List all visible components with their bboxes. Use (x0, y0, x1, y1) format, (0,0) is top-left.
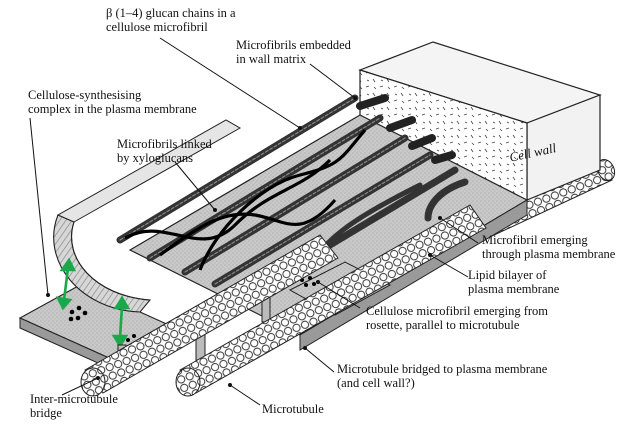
label-microtubule-bridged: Microtubule bridged to plasma membrane(a… (337, 362, 547, 390)
label-microfibrils-linked: Microfibrils linkedby xyloglucans (117, 137, 212, 165)
label-inter-microtubule-bridge: Inter-microtubulebridge (30, 392, 118, 420)
label-rosette-microfibril: Cellulose microfibril emerging fromroset… (366, 304, 548, 332)
label-cellulose-synthesising-complex: Cellulose-synthesisingcomplex in the pla… (28, 88, 197, 116)
label-lipid-bilayer: Lipid bilayer ofplasma membrane (468, 268, 559, 296)
label-microfibrils-embedded: Microfibrils embeddedin wall matrix (236, 38, 351, 66)
label-glucan-chains: β (1–4) glucan chains in acellulose micr… (106, 6, 236, 34)
label-microfibril-emerging: Microfibril emergingthrough plasma membr… (482, 233, 615, 261)
label-microtubule: Microtubule (262, 402, 324, 416)
